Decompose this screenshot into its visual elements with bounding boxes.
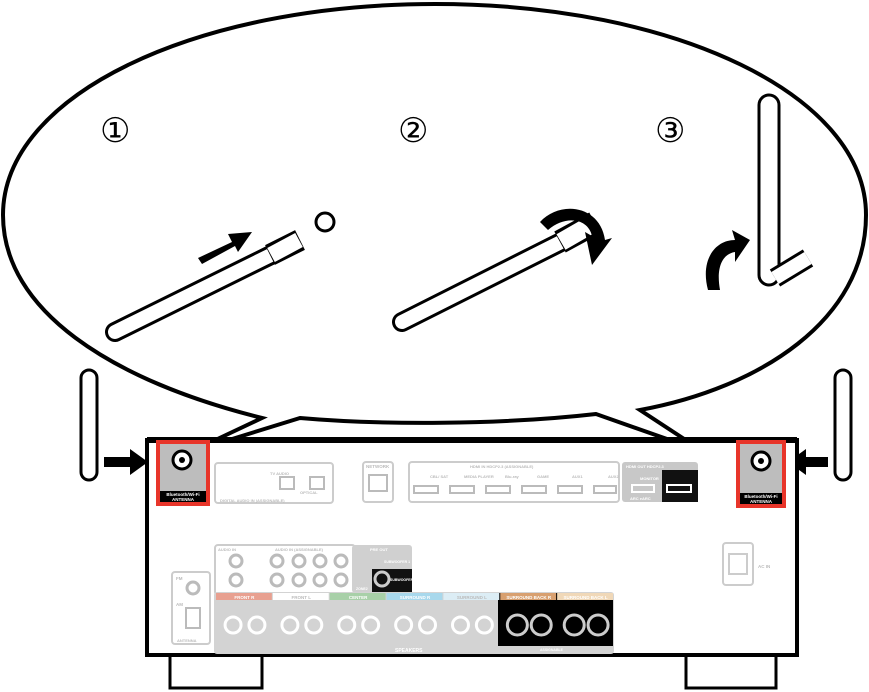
arrow-right-icon bbox=[104, 449, 148, 475]
right-foot bbox=[684, 650, 778, 690]
speaker-group-surround-back-r: SURROUND BACK R bbox=[500, 593, 557, 637]
svg-text:HDMI IN HDCP2.3 (ASSIGNABLE: HDMI IN HDCP2.3 (ASSIGNABLE) bbox=[470, 464, 534, 469]
speaker-group-label: SURROUND R bbox=[400, 595, 431, 600]
svg-text:ASSIGNABLE: ASSIGNABLE bbox=[540, 648, 564, 652]
left-foot bbox=[168, 650, 264, 690]
svg-text:ANTENNA: ANTENNA bbox=[750, 499, 773, 504]
right-antenna bbox=[788, 368, 853, 482]
step-1-number: ① bbox=[100, 111, 130, 151]
svg-text:ZONE2: ZONE2 bbox=[356, 587, 368, 591]
speaker-terminal bbox=[361, 615, 381, 635]
svg-text:DIGITAL AUDIO IN (ASSIGNABLE: DIGITAL AUDIO IN (ASSIGNABLE) bbox=[220, 498, 285, 503]
speaker-terminal bbox=[337, 615, 357, 635]
svg-text:PRE OUT: PRE OUT bbox=[370, 547, 388, 552]
svg-text:SUBWOOFER 1: SUBWOOFER 1 bbox=[384, 560, 410, 564]
svg-text:NETWORK: NETWORK bbox=[366, 464, 390, 469]
speaker-group-label: FRONT L bbox=[292, 595, 312, 600]
svg-text:AUX1: AUX1 bbox=[572, 474, 583, 479]
speaker-terminal bbox=[586, 613, 610, 637]
step-2-antenna bbox=[392, 208, 612, 332]
svg-text:Bluetooth/Wi-Fi: Bluetooth/Wi-Fi bbox=[744, 494, 777, 499]
svg-text:AUX2: AUX2 bbox=[608, 474, 619, 479]
svg-text:ARC eARC: ARC eARC bbox=[630, 496, 651, 501]
push-arrow-icon bbox=[198, 232, 252, 264]
step-1-antenna bbox=[105, 211, 336, 342]
speaker-terminals: FRONT R FRONT L CENTER SURROUND R SURROUND L… bbox=[216, 593, 613, 637]
callout-bubble bbox=[0, 1, 869, 454]
svg-text:SPEAKERS: SPEAKERS bbox=[395, 648, 423, 654]
rotate-arrow-icon bbox=[540, 208, 612, 265]
svg-text:FM: FM bbox=[176, 576, 183, 581]
step-3-number: ③ bbox=[655, 111, 685, 151]
speaker-group-label-bg bbox=[272, 593, 329, 600]
speaker-group-label: SURROUND BACK R bbox=[506, 595, 551, 600]
speaker-group-surround-l: SURROUND L bbox=[443, 593, 500, 635]
speaker-group-label-bg bbox=[443, 593, 500, 600]
antenna-terminal-left: Bluetooth/Wi-Fi ANTENNA bbox=[156, 440, 210, 506]
speaker-group-front-r: FRONT R bbox=[216, 593, 272, 635]
speaker-terminal bbox=[304, 615, 324, 635]
svg-text:HDMI OUT HDCP2.3: HDMI OUT HDCP2.3 bbox=[626, 464, 665, 469]
svg-text:CBL/ SAT: CBL/ SAT bbox=[430, 474, 449, 479]
left-antenna bbox=[79, 368, 148, 482]
svg-text:TV AUDIO: TV AUDIO bbox=[270, 471, 289, 476]
svg-text:AC IN: AC IN bbox=[758, 564, 770, 569]
hdmi-in-section bbox=[408, 461, 620, 503]
fm-am-antenna-section bbox=[171, 571, 211, 645]
speaker-terminal bbox=[505, 613, 529, 637]
svg-text:GAME: GAME bbox=[537, 474, 549, 479]
svg-text:Bluetooth/Wi-Fi: Bluetooth/Wi-Fi bbox=[166, 492, 199, 497]
speaker-group-label-bg bbox=[216, 593, 272, 600]
svg-text:ANTENNA: ANTENNA bbox=[177, 638, 197, 643]
speaker-terminal bbox=[450, 615, 470, 635]
speaker-terminal bbox=[562, 613, 586, 637]
svg-text:SUBWOOFER 2: SUBWOOFER 2 bbox=[390, 578, 416, 582]
svg-text:MEDIA PLAYER: MEDIA PLAYER bbox=[464, 474, 494, 479]
speaker-terminal bbox=[529, 613, 553, 637]
step-3-antenna bbox=[705, 93, 814, 290]
raise-arrow-icon bbox=[705, 230, 750, 290]
speaker-terminal bbox=[418, 615, 438, 635]
svg-text:ANTENNA: ANTENNA bbox=[172, 497, 195, 502]
svg-text:AUDIO IN (ASSIGNABLE): AUDIO IN (ASSIGNABLE) bbox=[275, 547, 324, 552]
speaker-terminal bbox=[394, 615, 414, 635]
speaker-group-label: FRONT R bbox=[234, 595, 255, 600]
speaker-group-label: SURROUND BACK L bbox=[563, 595, 607, 600]
receiver-rear-panel: Bluetooth/Wi-Fi ANTENNA Bluetooth/Wi-Fi … bbox=[145, 437, 799, 690]
svg-text:OPTICAL: OPTICAL bbox=[300, 490, 318, 495]
antenna-terminal-right: Bluetooth/Wi-Fi ANTENNA bbox=[736, 440, 786, 508]
ac-inlet bbox=[722, 542, 754, 586]
speaker-group-center: CENTER bbox=[329, 593, 386, 635]
speaker-group-surround-r: SURROUND R bbox=[386, 593, 443, 635]
speaker-terminal bbox=[280, 615, 300, 635]
svg-text:AUDIO IN: AUDIO IN bbox=[218, 547, 236, 552]
network-port bbox=[362, 461, 394, 503]
svg-text:Blu-ray: Blu-ray bbox=[505, 474, 520, 479]
svg-text:MONITOR: MONITOR bbox=[640, 476, 659, 481]
speaker-group-surround-back-l: SURROUND BACK L bbox=[557, 593, 613, 637]
speaker-group-label-bg bbox=[500, 593, 557, 600]
step-2-number: ② bbox=[398, 111, 428, 151]
speaker-group-label-bg bbox=[329, 593, 386, 600]
speaker-group-front-l: FRONT L bbox=[272, 593, 329, 635]
speaker-terminal bbox=[223, 615, 243, 635]
svg-text:AM: AM bbox=[176, 602, 183, 607]
speaker-terminal bbox=[247, 615, 267, 635]
speaker-terminal bbox=[474, 615, 494, 635]
speaker-group-label: CENTER bbox=[349, 595, 368, 600]
digital-audio-section bbox=[214, 462, 334, 504]
speaker-group-label-bg bbox=[386, 593, 443, 600]
speaker-group-label: SURROUND L bbox=[457, 595, 487, 600]
speaker-group-label-bg bbox=[557, 593, 613, 600]
